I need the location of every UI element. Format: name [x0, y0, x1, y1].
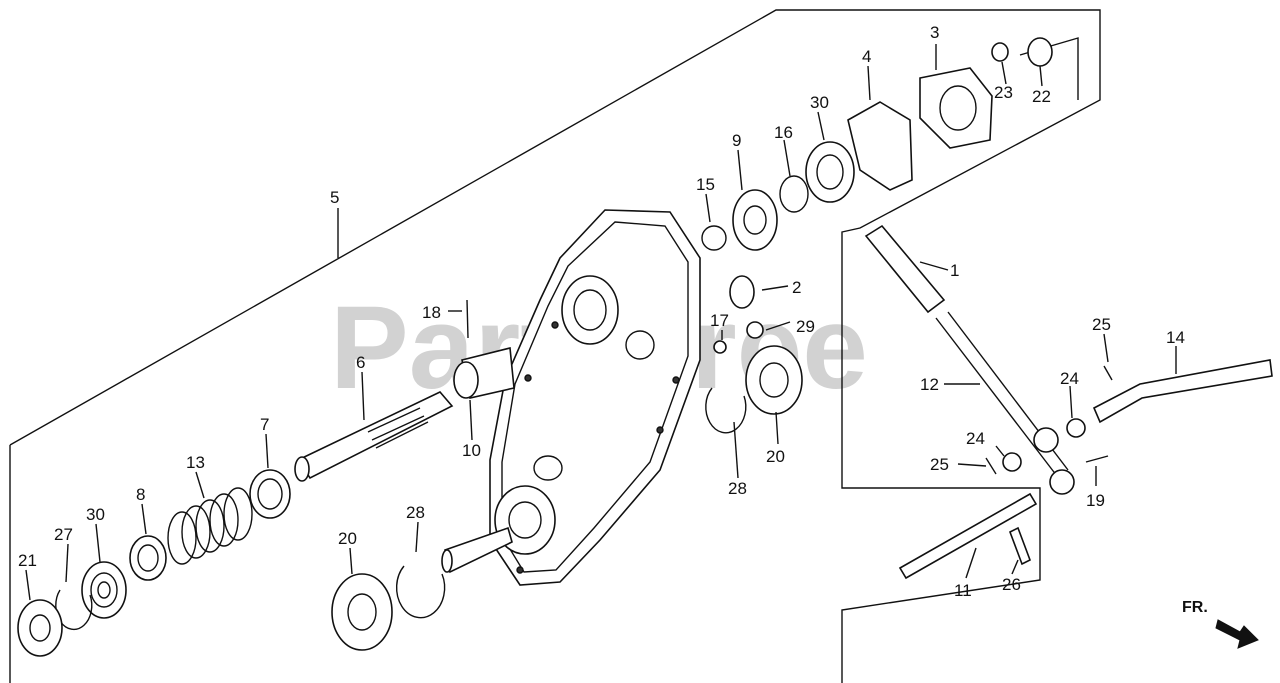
callout-12: 12	[920, 375, 939, 394]
spring	[167, 487, 253, 565]
ring-16	[779, 175, 809, 213]
callout-11: 11	[954, 581, 972, 600]
callout-24-right: 24	[1060, 369, 1079, 388]
callout-6: 6	[356, 353, 365, 372]
cotter-25-left	[985, 457, 997, 475]
washer-24-right	[1066, 418, 1086, 438]
gasket	[847, 101, 913, 191]
seal-22	[1027, 37, 1053, 67]
nut-23	[991, 42, 1009, 62]
bearing-cap-bottom	[331, 573, 393, 651]
callout-21: 21	[18, 551, 37, 570]
callout-15: 15	[696, 175, 715, 194]
rod	[935, 317, 1061, 481]
direction-arrow-icon	[1215, 619, 1259, 649]
callout-19: 19	[1086, 491, 1105, 510]
callout-22: 22	[1032, 87, 1051, 106]
leader-lines	[25, 44, 1177, 601]
gear-2	[729, 275, 755, 309]
shaft-11	[898, 492, 1038, 580]
collar	[249, 469, 291, 519]
washer	[129, 535, 167, 581]
callout-23: 23	[994, 83, 1013, 102]
callout-30-top: 30	[810, 93, 829, 112]
callout-17: 17	[710, 311, 729, 330]
callout-25-right: 25	[1092, 315, 1111, 334]
callout-5: 5	[330, 188, 339, 207]
callout-8: 8	[136, 485, 145, 504]
bearing-top	[805, 141, 855, 203]
seal	[17, 599, 63, 657]
pin-26	[1008, 526, 1032, 566]
callout-20-right: 20	[766, 447, 785, 466]
bushing-lower	[1049, 469, 1075, 495]
circlip-right	[705, 387, 747, 434]
callout-18: 18	[422, 303, 441, 322]
gear-case	[489, 209, 701, 586]
callout-26: 26	[1002, 575, 1021, 594]
callout-4: 4	[862, 47, 871, 66]
circlip-left	[55, 589, 93, 631]
front-direction-indicator: FR.	[1182, 599, 1259, 649]
bolt-29	[746, 321, 764, 339]
direction-label: FR.	[1182, 599, 1208, 616]
splined-shaft	[294, 391, 454, 482]
callout-9: 9	[732, 131, 741, 150]
sleeve	[453, 346, 515, 399]
callout-16: 16	[774, 123, 793, 142]
callout-25-left: 25	[930, 455, 949, 474]
ring-15	[701, 225, 727, 251]
callout-7: 7	[260, 415, 269, 434]
bearing-cap-right	[745, 345, 803, 415]
callout-13: 13	[186, 453, 205, 472]
lever	[1092, 359, 1273, 424]
callout-30-left: 30	[86, 505, 105, 524]
callout-14: 14	[1166, 328, 1185, 347]
pin	[466, 299, 469, 339]
washer-24-left	[1002, 452, 1022, 472]
bushing-upper	[1033, 427, 1059, 453]
callout-3: 3	[930, 23, 939, 42]
tube	[864, 224, 946, 314]
callout-10: 10	[462, 441, 481, 460]
washer-17	[713, 340, 727, 354]
bearing-left	[81, 561, 127, 619]
callout-29: 29	[796, 317, 815, 336]
callout-20-bottom: 20	[338, 529, 357, 548]
cotter-25-right	[1103, 365, 1113, 381]
callout-2: 2	[792, 278, 801, 297]
sprocket	[732, 189, 778, 251]
cotter-19	[1085, 455, 1109, 463]
callout-24-left: 24	[966, 429, 985, 448]
callout-1: 1	[950, 261, 959, 280]
assembly-frame	[9, 9, 1101, 683]
callout-28-right: 28	[728, 479, 747, 498]
callout-27: 27	[54, 525, 73, 544]
callout-28-bottom: 28	[406, 503, 425, 522]
cover	[919, 67, 993, 149]
circlip-bottom	[395, 565, 446, 619]
